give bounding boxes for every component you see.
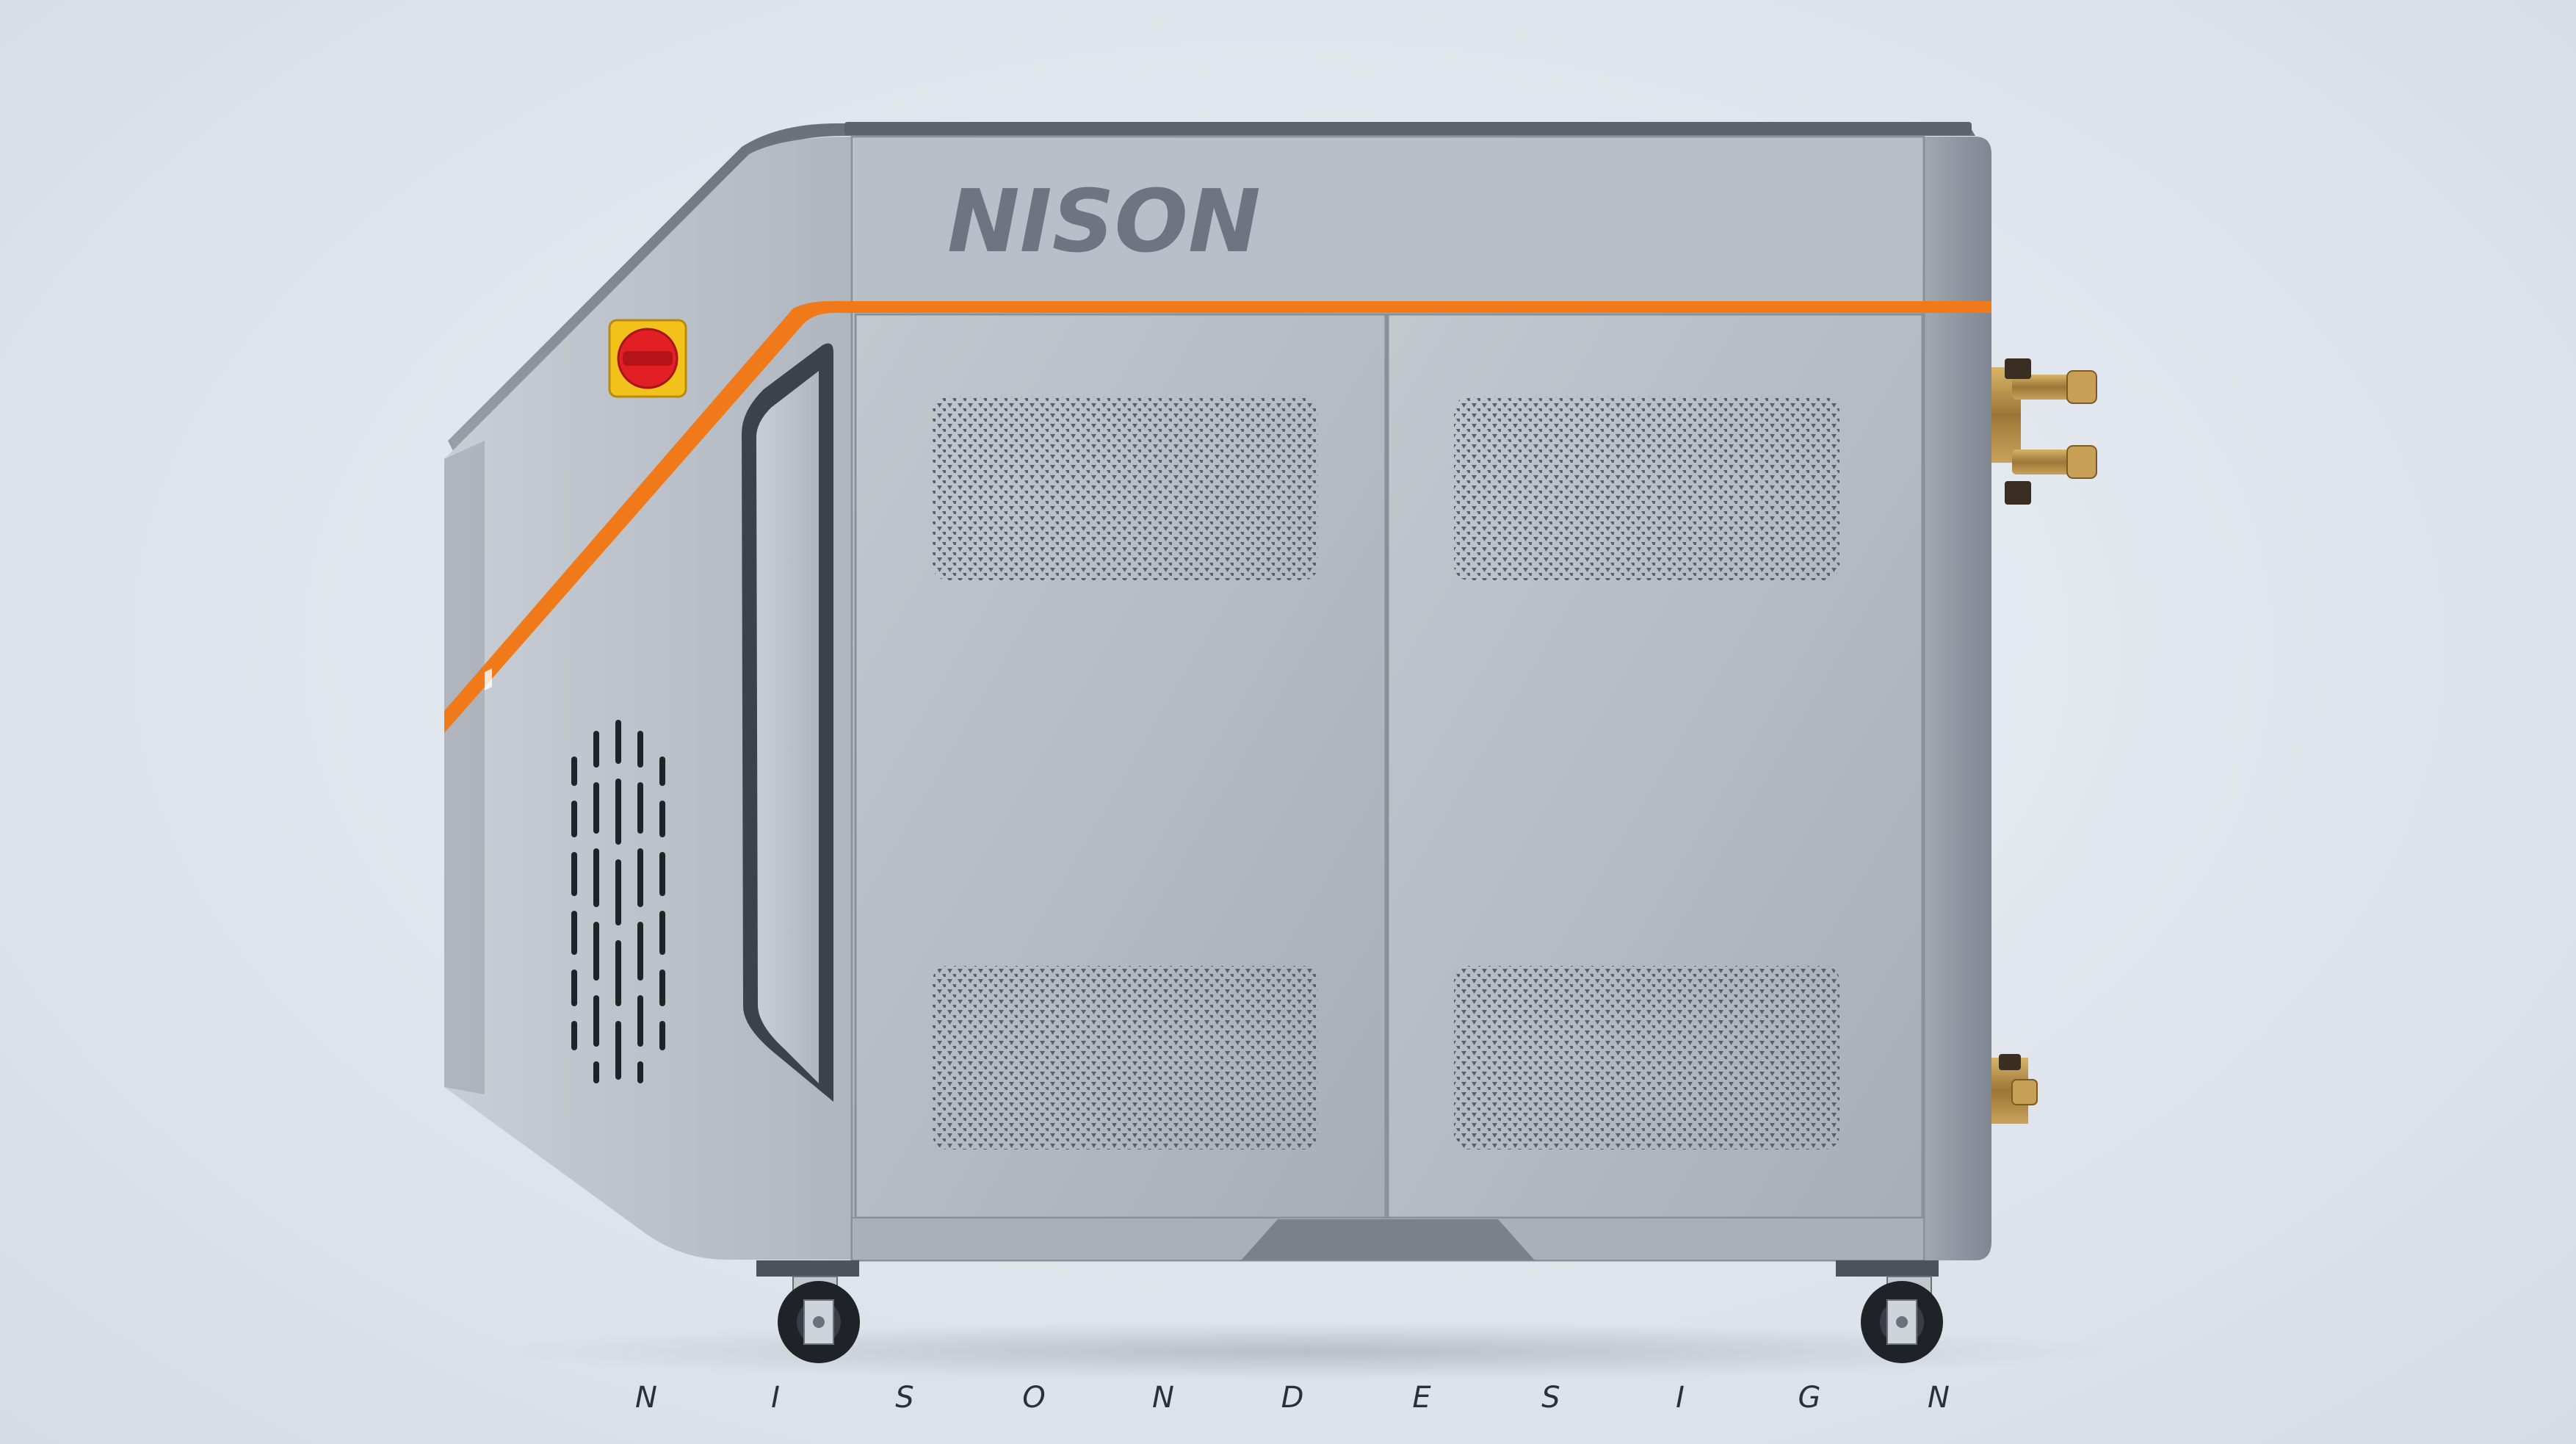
- caption-letter: I: [771, 1381, 780, 1415]
- caption-letter: E: [1412, 1381, 1431, 1415]
- vent-upper-left: [933, 397, 1318, 580]
- left-housing-shade: [444, 441, 485, 1094]
- caption-letter: N: [635, 1381, 657, 1415]
- caster-wheel-icon: [1836, 1260, 1943, 1363]
- top-cap: [844, 122, 1972, 135]
- side-slot-vent: [571, 720, 665, 1083]
- right-edge-panel: [1924, 137, 1991, 1260]
- vent-lower-left: [933, 966, 1318, 1149]
- caption-letter: N: [1928, 1381, 1950, 1415]
- caption-letter: N: [1152, 1381, 1174, 1415]
- door-notch-bottom: [1241, 1219, 1535, 1260]
- caption-letter: S: [1541, 1381, 1560, 1415]
- ball-valve-icon[interactable]: [1991, 358, 2097, 505]
- rotary-switch-icon[interactable]: [608, 319, 687, 398]
- caption-letter: D: [1281, 1381, 1304, 1415]
- caption-letter: G: [1798, 1381, 1821, 1415]
- floor-shadow: [499, 1322, 2115, 1381]
- caster-wheel-icon: [756, 1260, 860, 1363]
- drain-valve-icon[interactable]: [1991, 1054, 2038, 1124]
- brand-logo: NISON: [947, 170, 1261, 272]
- caption-letter: S: [895, 1381, 914, 1415]
- caption-letter: I: [1676, 1381, 1685, 1415]
- vent-upper-right: [1454, 397, 1839, 580]
- upper-panel: [854, 138, 1922, 301]
- caption-letter: O: [1022, 1381, 1046, 1415]
- vent-lower-right: [1454, 966, 1839, 1149]
- design-caption: N I S O N D E S I G N: [632, 1381, 1953, 1415]
